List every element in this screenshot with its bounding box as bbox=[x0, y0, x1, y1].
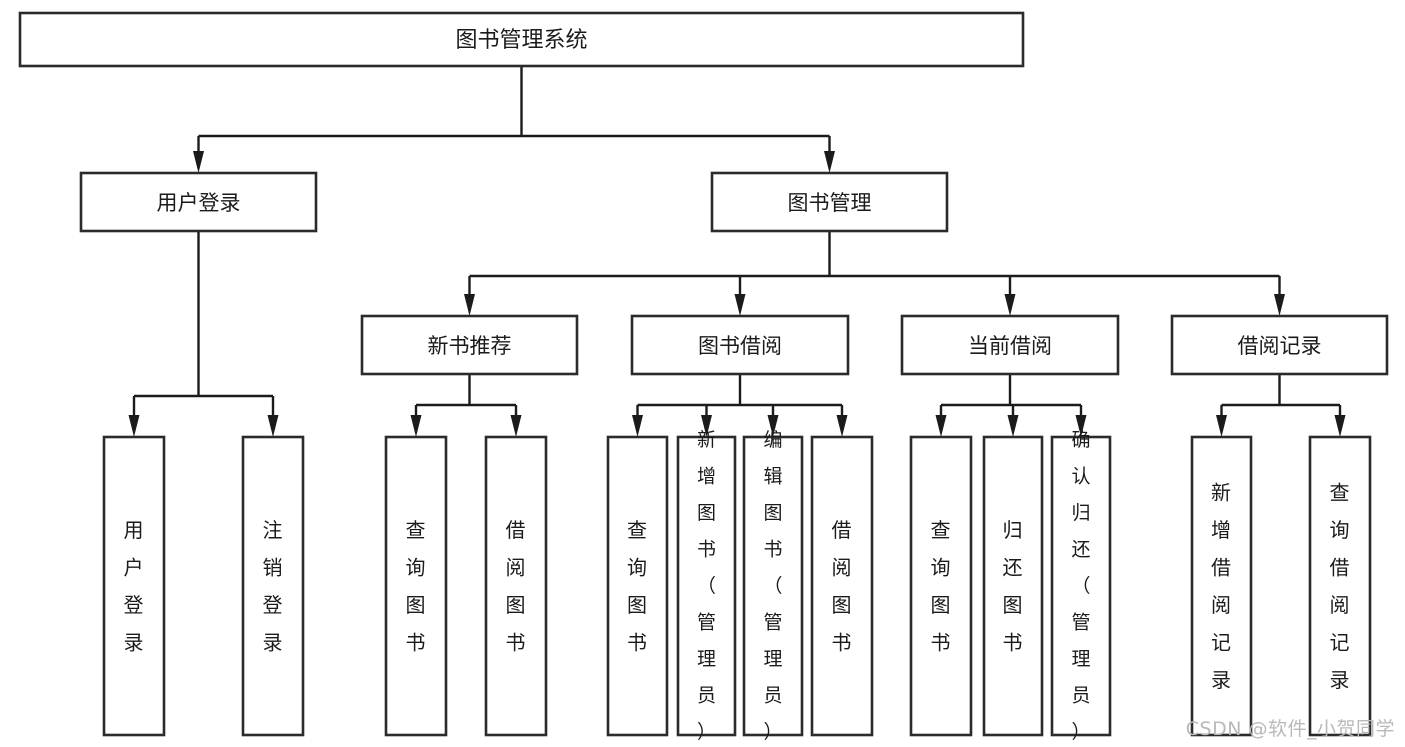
node-leaf-query-borrow-record-box bbox=[1308, 435, 1372, 737]
node-leaf-query-book-borrow-box bbox=[606, 435, 669, 737]
node-leaf-confirm-return-admin-label: 确认归还（管理员） bbox=[1071, 429, 1090, 743]
node-book-management-box bbox=[710, 171, 949, 233]
arrow-head-icon bbox=[267, 415, 279, 437]
node-leaf-query-book-borrow-label: 查询图书 bbox=[627, 518, 648, 655]
connector-layer bbox=[128, 66, 1346, 437]
arrow-head-icon bbox=[128, 415, 140, 437]
arrow-head-icon bbox=[410, 415, 422, 437]
node-book-management[interactable]: 图书管理 bbox=[710, 171, 949, 233]
node-leaf-add-book-admin[interactable]: 新增图书（管理员） bbox=[676, 429, 737, 743]
node-leaf-borrow-book-recommend-box bbox=[484, 435, 548, 737]
node-borrow-record-box bbox=[1170, 314, 1389, 376]
node-leaf-logout-login-box bbox=[241, 435, 305, 737]
arrow-head-icon bbox=[632, 415, 643, 437]
arrow-head-icon bbox=[193, 151, 204, 173]
node-leaf-user-login-label: 用户登录 bbox=[124, 518, 145, 655]
node-leaf-add-book-admin-label: 新增图书（管理员） bbox=[697, 429, 716, 743]
node-leaf-user-login[interactable]: 用户登录 bbox=[102, 435, 166, 737]
node-user-login-label: 用户登录 bbox=[157, 191, 241, 215]
node-user-login[interactable]: 用户登录 bbox=[79, 171, 318, 233]
node-leaf-borrow-book-label: 借阅图书 bbox=[832, 518, 853, 655]
node-leaf-add-borrow-record-box bbox=[1190, 435, 1253, 737]
arrow-head-icon bbox=[701, 415, 712, 437]
node-leaf-query-book-current[interactable]: 查询图书 bbox=[909, 435, 973, 737]
node-root[interactable]: 图书管理系统 bbox=[18, 11, 1025, 68]
node-root-box bbox=[18, 11, 1025, 68]
node-leaf-query-borrow-record[interactable]: 查询借阅记录 bbox=[1308, 435, 1372, 737]
node-leaf-query-book-current-label: 查询图书 bbox=[931, 518, 952, 655]
node-leaf-logout-login[interactable]: 注销登录 bbox=[241, 435, 305, 737]
node-leaf-return-book-label: 归还图书 bbox=[1003, 518, 1024, 655]
arrow-head-icon bbox=[935, 415, 947, 437]
node-leaf-query-book-recommend[interactable]: 查询图书 bbox=[384, 435, 448, 737]
node-leaf-edit-book-admin[interactable]: 编辑图书（管理员） bbox=[742, 429, 804, 743]
node-book-borrow-label: 图书借阅 bbox=[698, 334, 782, 358]
node-leaf-edit-book-admin-box bbox=[742, 435, 804, 737]
node-leaf-query-book-recommend-box bbox=[384, 435, 448, 737]
node-leaf-logout-login-label: 注销登录 bbox=[263, 518, 284, 655]
arrow-head-icon bbox=[767, 415, 779, 437]
node-layer: 图书管理系统用户登录图书管理新书推荐图书借阅当前借阅借阅记录用户登录注销登录查询… bbox=[18, 11, 1389, 743]
node-leaf-edit-book-admin-label: 编辑图书（管理员） bbox=[763, 429, 782, 743]
arrow-head-icon bbox=[1007, 415, 1019, 437]
arrow-head-icon bbox=[1075, 415, 1087, 437]
node-leaf-borrow-book-box bbox=[810, 435, 874, 737]
node-book-borrow-box bbox=[630, 314, 850, 376]
node-leaf-confirm-return-admin[interactable]: 确认归还（管理员） bbox=[1050, 429, 1112, 743]
node-leaf-return-book-box bbox=[982, 435, 1044, 737]
node-user-login-box bbox=[79, 171, 318, 233]
arrow-head-icon bbox=[1274, 294, 1285, 316]
node-new-book-recommend[interactable]: 新书推荐 bbox=[360, 314, 579, 376]
node-book-management-label: 图书管理 bbox=[788, 191, 872, 215]
node-new-book-recommend-box bbox=[360, 314, 579, 376]
node-book-borrow[interactable]: 图书借阅 bbox=[630, 314, 850, 376]
node-current-borrow[interactable]: 当前借阅 bbox=[900, 314, 1120, 376]
node-leaf-add-borrow-record[interactable]: 新增借阅记录 bbox=[1190, 435, 1253, 737]
node-leaf-query-borrow-record-label: 查询借阅记录 bbox=[1330, 480, 1351, 692]
node-borrow-record-label: 借阅记录 bbox=[1238, 334, 1322, 358]
arrow-head-icon bbox=[1004, 294, 1016, 316]
arrow-head-icon bbox=[824, 151, 835, 173]
node-current-borrow-label: 当前借阅 bbox=[968, 334, 1052, 358]
node-leaf-borrow-book-recommend-label: 借阅图书 bbox=[506, 518, 527, 655]
node-leaf-confirm-return-admin-box bbox=[1050, 435, 1112, 737]
node-leaf-return-book[interactable]: 归还图书 bbox=[982, 435, 1044, 737]
node-leaf-query-book-recommend-label: 查询图书 bbox=[406, 518, 427, 655]
arrow-head-icon bbox=[1216, 415, 1227, 437]
arrow-head-icon bbox=[1334, 415, 1346, 437]
node-leaf-query-book-borrow[interactable]: 查询图书 bbox=[606, 435, 669, 737]
node-leaf-add-borrow-record-label: 新增借阅记录 bbox=[1211, 480, 1232, 692]
arrow-head-icon bbox=[836, 415, 848, 437]
arrow-head-icon bbox=[734, 294, 746, 316]
node-borrow-record[interactable]: 借阅记录 bbox=[1170, 314, 1389, 376]
node-leaf-query-book-current-box bbox=[909, 435, 973, 737]
node-leaf-add-book-admin-box bbox=[676, 435, 737, 737]
node-root-label: 图书管理系统 bbox=[455, 28, 587, 53]
arrow-head-icon bbox=[464, 294, 475, 316]
node-current-borrow-box bbox=[900, 314, 1120, 376]
node-new-book-recommend-label: 新书推荐 bbox=[428, 334, 512, 358]
node-leaf-borrow-book[interactable]: 借阅图书 bbox=[810, 435, 874, 737]
csdn-watermark: CSDN @软件_小贺同学 bbox=[1185, 718, 1395, 740]
arrow-head-icon bbox=[510, 415, 522, 437]
node-leaf-user-login-box bbox=[102, 435, 166, 737]
node-leaf-borrow-book-recommend[interactable]: 借阅图书 bbox=[484, 435, 548, 737]
